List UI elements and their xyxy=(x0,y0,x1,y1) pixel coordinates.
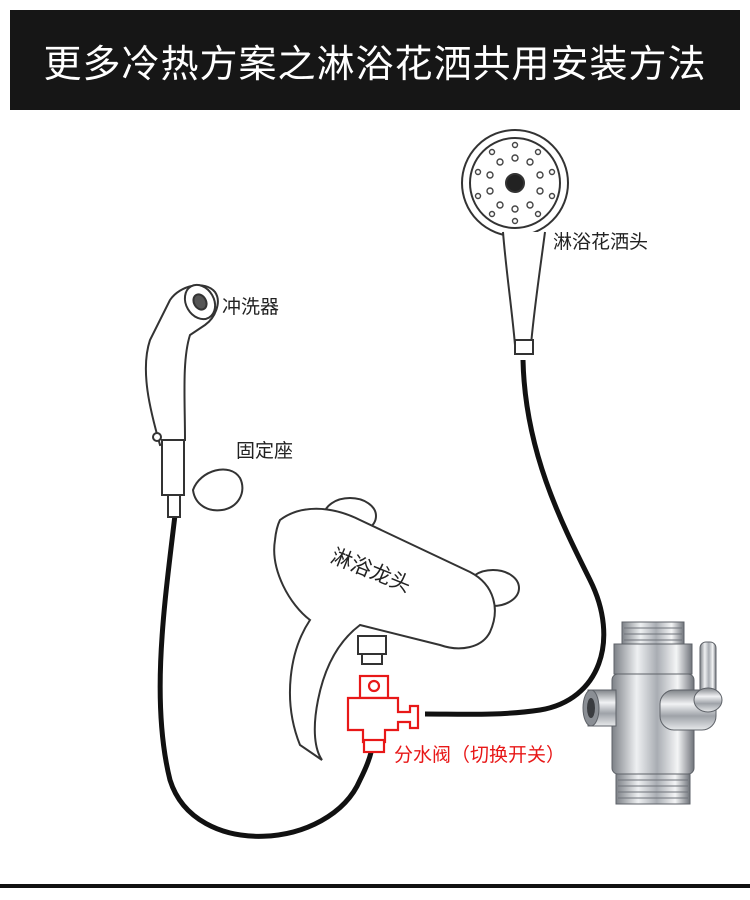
diverter-label: 分水阀（切换开关） xyxy=(394,744,566,766)
holder-drawing xyxy=(191,468,244,512)
sprayer-drawing xyxy=(144,283,219,518)
page-title: 更多冷热方案之淋浴花洒共用安装方法 xyxy=(43,41,707,86)
sprayer-label: 冲洗器 xyxy=(222,296,280,318)
bottom-divider xyxy=(0,884,750,888)
shower-head-drawing xyxy=(461,129,569,355)
shower-hose xyxy=(424,359,607,717)
shower-head-nozzles xyxy=(474,141,556,225)
faucet-drawing xyxy=(273,497,520,761)
title-bar: 更多冷热方案之淋浴花洒共用安装方法 xyxy=(0,0,750,115)
shower-head-label: 淋浴花洒头 xyxy=(553,231,649,253)
diverter-product-photo xyxy=(582,621,723,805)
sprayer-hose xyxy=(157,514,375,839)
diverter-drawing xyxy=(346,674,420,754)
title-banner: 更多冷热方案之淋浴花洒共用安装方法 xyxy=(10,10,740,110)
holder-label: 固定座 xyxy=(236,440,294,462)
